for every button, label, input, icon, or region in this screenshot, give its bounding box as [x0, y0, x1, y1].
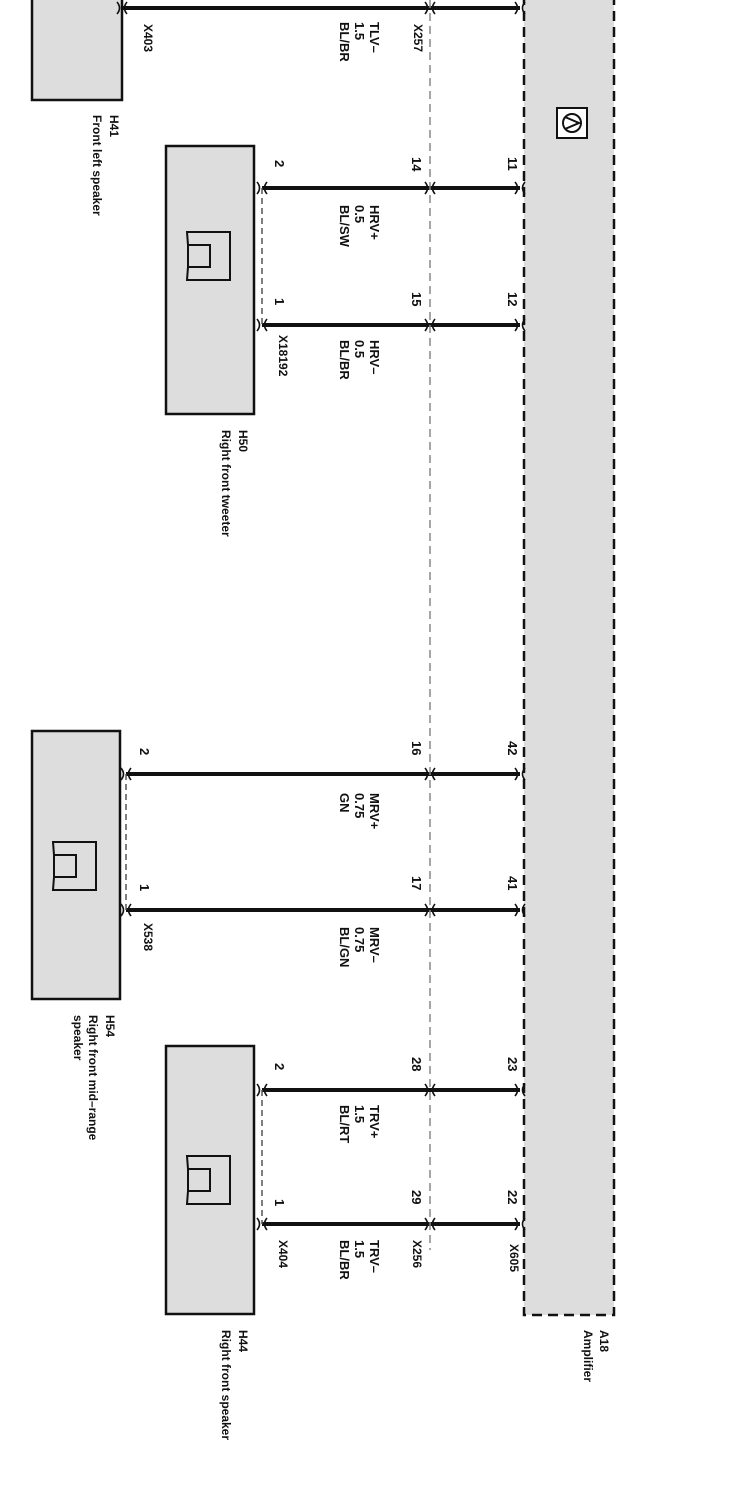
- name-line: Right front mid–range: [86, 1015, 100, 1141]
- amplifier-id: A18: [597, 1330, 611, 1353]
- front-left-speaker-id: H41: [107, 115, 121, 138]
- wire-trv-minus-label: TRV– 1.5 BL/BR: [337, 1240, 382, 1280]
- connector-pin-marker: [424, 181, 436, 195]
- wire-signal: TRV+: [367, 1105, 382, 1139]
- connector-pin-marker: [514, 1083, 526, 1097]
- right-front-tweeter-connector: X18192: [276, 335, 290, 377]
- wire-mrv-minus-label: MRV– 0.75 BL/GN: [337, 927, 382, 967]
- wire-hrv-minus-label: HRV– 0.5 BL/BR: [337, 340, 382, 380]
- speaker-terminal-marker: [256, 1217, 268, 1231]
- inline-pin: 16: [409, 741, 424, 756]
- connector-pin-marker: [514, 1217, 526, 1231]
- amp-pin: 42: [505, 741, 520, 756]
- wire-signal: TRV–: [367, 1240, 382, 1273]
- wire-gauge: 1.5: [352, 22, 367, 41]
- wire-color: GN: [337, 793, 352, 813]
- wire-signal: MRV–: [367, 927, 382, 963]
- right-front-midrange-name: Right front mid–range speaker: [70, 1015, 100, 1140]
- wire-signal: HRV–: [367, 340, 382, 375]
- wire-color: BL/BR: [337, 340, 352, 380]
- speaker-pin: 1: [137, 884, 152, 892]
- speaker-pin: 2: [272, 1063, 287, 1071]
- connector-pin-marker: [424, 767, 436, 781]
- speaker-terminal-marker: [256, 1083, 268, 1097]
- right-front-tweeter-name: Right front tweeter: [219, 430, 233, 537]
- wire-trv-plus-label: TRV+ 1.5 BL/RT: [337, 1105, 382, 1143]
- wire-color: BL/RT: [337, 1105, 352, 1144]
- wire-gauge: 0.5: [352, 205, 367, 224]
- connector-pin-marker: [424, 318, 436, 332]
- amplifier-name: Amplifier: [581, 1330, 595, 1383]
- speaker-terminal-marker: [120, 767, 132, 781]
- connector-pin-marker: [514, 903, 526, 917]
- connector-pin-markers: [116, 1, 526, 1231]
- wire-signal: TLV–: [367, 22, 382, 53]
- front-left-inline-connector: X257: [411, 24, 425, 53]
- amplifier-connector: X605: [507, 1244, 521, 1273]
- right-front-midrange-connector: X538: [141, 923, 155, 952]
- name-line: speaker: [71, 1015, 85, 1061]
- front-left-speaker-connector: X403: [141, 24, 155, 53]
- right-front-tweeter-id: H50: [236, 430, 250, 453]
- speaker-pin: 2: [137, 748, 152, 756]
- connector-pin-marker: [514, 181, 526, 195]
- right-front-inline-connector: X256: [410, 1240, 424, 1269]
- wire-tlv-minus-label: TLV– 1.5 BL/BR: [337, 22, 382, 62]
- wire-gauge: 1.5: [352, 1105, 367, 1124]
- speaker-terminal-marker: [256, 318, 268, 332]
- wire-mrv-plus-label: MRV+ 0.75 GN: [337, 793, 382, 829]
- inline-pin: 17: [409, 876, 424, 891]
- right-front-speaker-id: H44: [236, 1330, 250, 1353]
- speaker-icon: [185, 1155, 231, 1205]
- right-front-midrange-id: H54: [103, 1015, 117, 1038]
- wire-gauge: 0.5: [352, 340, 367, 359]
- connector-pin-marker: [424, 903, 436, 917]
- connector-pin-marker: [514, 318, 526, 332]
- connector-pin-marker: [514, 1, 526, 15]
- front-left-speaker-name: Front left speaker: [90, 115, 104, 216]
- wire-gauge: 0.75: [352, 927, 367, 953]
- wire-signal: MRV+: [367, 793, 382, 830]
- inline-pin: 14: [409, 157, 424, 172]
- connector-pin-marker: [424, 1083, 436, 1097]
- amp-pin: 12: [505, 292, 520, 307]
- amp-pin: 41: [505, 876, 520, 891]
- speaker-terminal-marker: [120, 903, 132, 917]
- amplifier-symbol-icon: [556, 107, 588, 139]
- amplifier-outline: [522, 0, 616, 1317]
- inline-pin: 28: [409, 1057, 424, 1072]
- wire-hrv-plus-label: HRV+ 0.5 BL/SW: [337, 205, 382, 247]
- wire-color: BL/GN: [337, 927, 352, 968]
- wire-color: BL/SW: [337, 205, 352, 247]
- wire-color: BL/BR: [337, 22, 352, 62]
- amp-pin: 23: [505, 1057, 520, 1072]
- speaker-terminal-marker: [256, 181, 268, 195]
- connector-pin-marker: [424, 1, 436, 15]
- front-left-speaker-box: [30, 0, 124, 102]
- speaker-pin: 2: [272, 160, 287, 168]
- right-front-speaker-name: Right front speaker: [219, 1330, 233, 1441]
- right-front-speaker-connector: X404: [276, 1240, 290, 1269]
- inline-pin: 29: [409, 1190, 424, 1205]
- inline-pin: 15: [409, 292, 424, 307]
- connector-pin-marker: [424, 1217, 436, 1231]
- speaker-pin: 1: [272, 1199, 287, 1207]
- wire-color: BL/BR: [337, 1240, 352, 1280]
- speaker-icon: [51, 841, 97, 891]
- amp-pin: 11: [505, 157, 520, 171]
- speaker-icon: [185, 231, 231, 281]
- amp-pin: 22: [505, 1190, 520, 1205]
- amplifier-box: [524, 0, 614, 1315]
- wire-signal: HRV+: [367, 205, 382, 240]
- wire-gauge: 0.75: [352, 793, 367, 819]
- connector-pin-marker: [514, 767, 526, 781]
- speaker-terminal-marker: [116, 1, 128, 15]
- wire-gauge: 1.5: [352, 1240, 367, 1259]
- speaker-pin: 1: [272, 298, 287, 306]
